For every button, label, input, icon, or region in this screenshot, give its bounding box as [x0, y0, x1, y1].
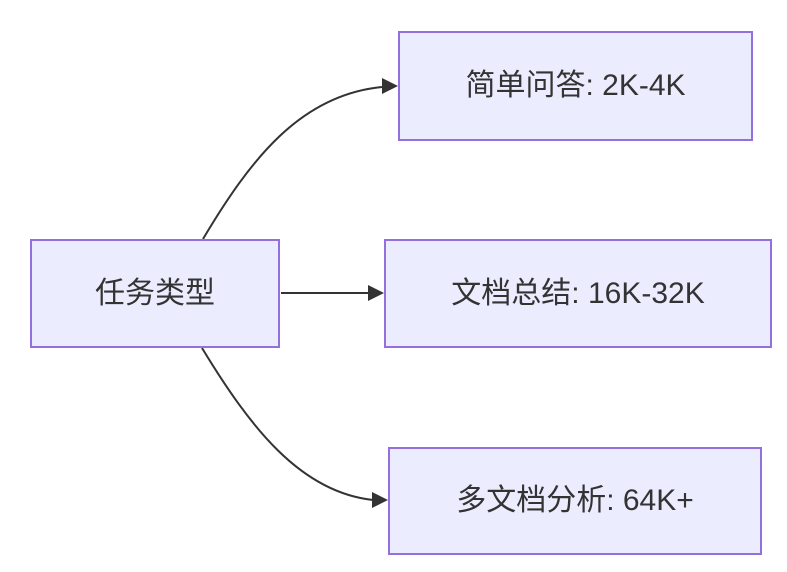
node-simple-qa: 简单问答: 2K-4K	[398, 31, 753, 141]
arrowhead-icon	[372, 492, 388, 508]
node-task-type: 任务类型	[30, 239, 280, 348]
node-multi-doc-analysis: 多文档分析: 64K+	[388, 447, 762, 555]
node-doc-summary-label: 文档总结: 16K-32K	[451, 276, 705, 310]
node-task-type-label: 任务类型	[95, 276, 215, 310]
edge-task-type-to-multi-doc	[201, 347, 388, 508]
arrowhead-icon	[368, 285, 384, 301]
node-simple-qa-label: 简单问答: 2K-4K	[465, 69, 686, 102]
node-multi-doc-analysis-label: 多文档分析: 64K+	[456, 484, 694, 517]
edge-task-type-to-simple-qa	[202, 78, 398, 240]
edge-task-type-to-doc-summary	[281, 285, 384, 301]
node-doc-summary: 文档总结: 16K-32K	[384, 239, 772, 348]
arrowhead-icon	[382, 78, 398, 94]
